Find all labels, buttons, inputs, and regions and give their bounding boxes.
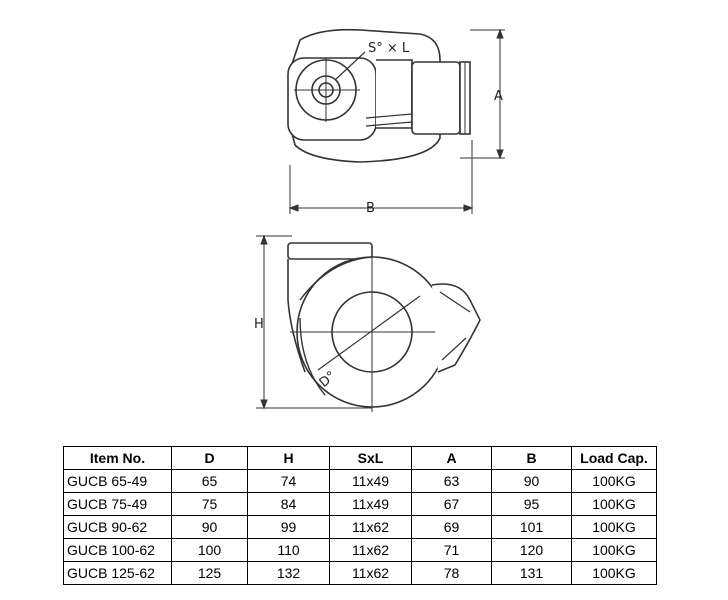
a-label: A (494, 89, 503, 104)
cell-b: 95 (491, 492, 572, 516)
cell-load-cap: 100KG (571, 538, 657, 562)
cell-h: 74 (247, 469, 330, 493)
cell-load-cap: 100KG (571, 492, 657, 516)
cell-sxl: 11x49 (329, 492, 412, 516)
cell-h: 132 (247, 561, 330, 585)
cell-d: 100 (171, 538, 248, 562)
cell-a: 67 (411, 492, 492, 516)
cell-d: 65 (171, 469, 248, 493)
header-a: A (411, 446, 492, 470)
cell-sxl: 11x62 (329, 561, 412, 585)
cell-load-cap: 100KG (571, 561, 657, 585)
header-d: D (171, 446, 248, 470)
header-b: B (491, 446, 572, 470)
table-row: GUCB 125-62 125 132 11x62 78 131 100KG (63, 561, 657, 585)
cell-b: 101 (491, 515, 572, 539)
cell-h: 84 (247, 492, 330, 516)
top-view (287, 28, 471, 163)
cell-a: 63 (411, 469, 492, 493)
cell-load-cap: 100KG (571, 469, 657, 493)
h-label: H (254, 317, 264, 332)
cell-item-no: GUCB 90-62 (63, 515, 172, 539)
table-header-row: Item No. D H SxL A B Load Cap. (63, 446, 657, 470)
cell-load-cap: 100KG (571, 515, 657, 539)
table-row: GUCB 65-49 65 74 11x49 63 90 100KG (63, 469, 657, 493)
table-row: GUCB 90-62 90 99 11x62 69 101 100KG (63, 515, 657, 539)
header-load-cap: Load Cap. (571, 446, 657, 470)
cell-d: 75 (171, 492, 248, 516)
cell-item-no: GUCB 125-62 (63, 561, 172, 585)
caster-technical-drawing: S° × L A B H D° (254, 28, 505, 412)
cell-item-no: GUCB 65-49 (63, 469, 172, 493)
specification-table: Item No. D H SxL A B Load Cap. GUCB 65-4… (63, 446, 657, 585)
dimension-a (460, 28, 505, 160)
cell-b: 131 (491, 561, 572, 585)
dimension-b (288, 140, 474, 214)
cell-d: 90 (171, 515, 248, 539)
cell-item-no: GUCB 75-49 (63, 492, 172, 516)
cell-a: 71 (411, 538, 492, 562)
table-row: GUCB 100-62 100 110 11x62 71 120 100KG (63, 538, 657, 562)
cell-item-no: GUCB 100-62 (63, 538, 172, 562)
cell-h: 110 (247, 538, 330, 562)
cell-b: 90 (491, 469, 572, 493)
dimension-h (256, 234, 372, 410)
sxl-label: S° × L (368, 41, 410, 56)
side-view (287, 242, 481, 412)
header-item-no: Item No. (63, 446, 172, 470)
header-h: H (247, 446, 330, 470)
cell-a: 78 (411, 561, 492, 585)
cell-sxl: 11x62 (329, 515, 412, 539)
cell-sxl: 11x62 (329, 538, 412, 562)
cell-sxl: 11x49 (329, 469, 412, 493)
cell-b: 120 (491, 538, 572, 562)
cell-h: 99 (247, 515, 330, 539)
b-label: B (366, 201, 375, 216)
cell-d: 125 (171, 561, 248, 585)
header-sxl: SxL (329, 446, 412, 470)
cell-a: 69 (411, 515, 492, 539)
table-row: GUCB 75-49 75 84 11x49 67 95 100KG (63, 492, 657, 516)
